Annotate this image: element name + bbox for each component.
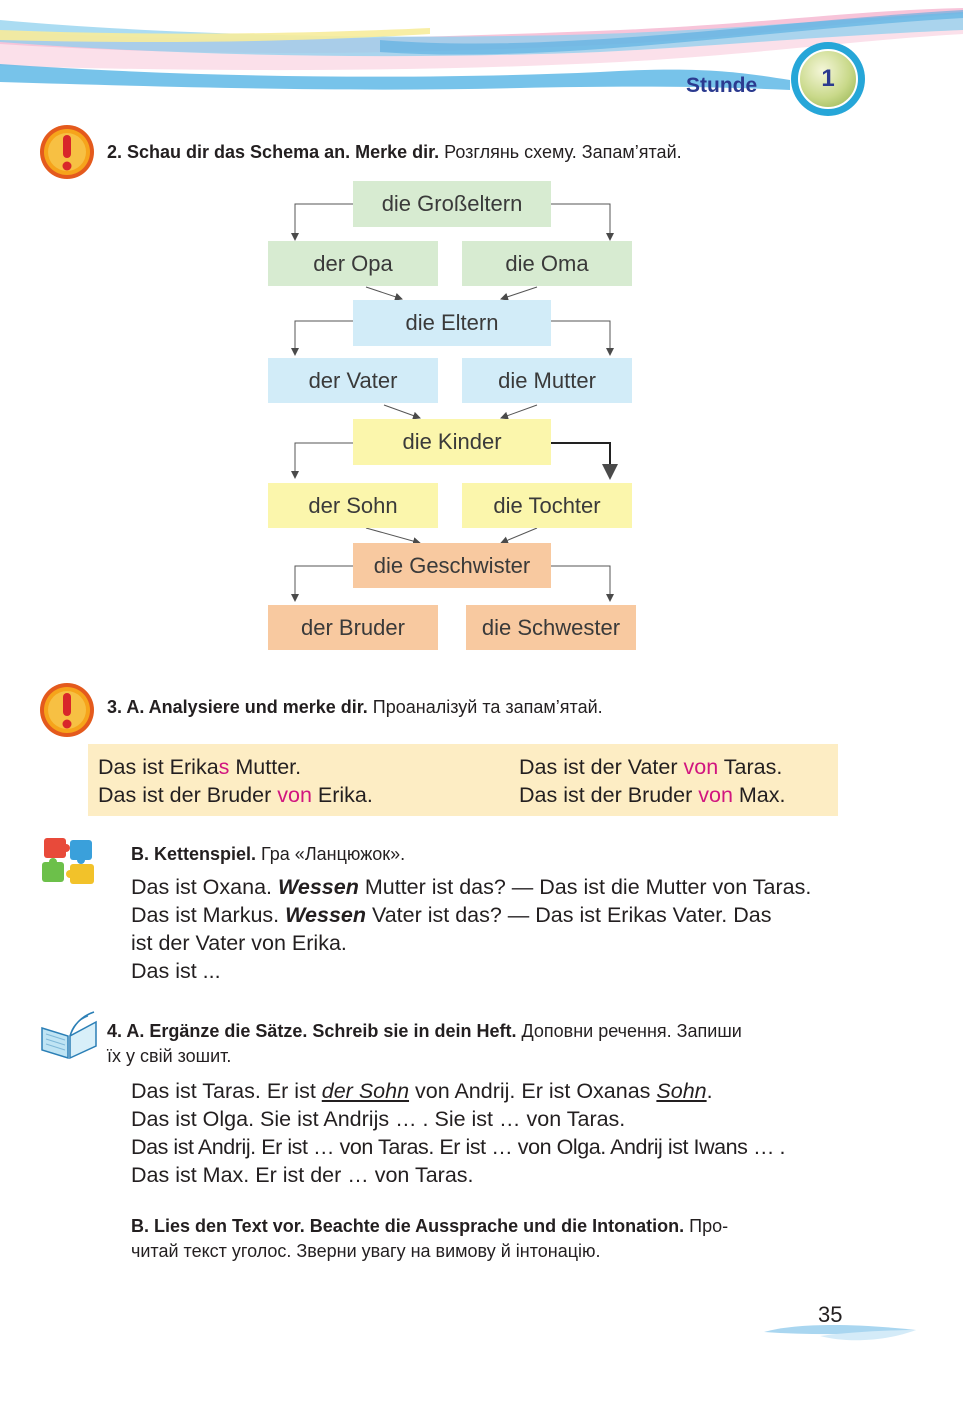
task3b-line-3: ist der Vater von Erika. bbox=[131, 931, 347, 955]
task3b-heading: B. Kettenspiel. Гра «Ланцюжок». bbox=[131, 842, 405, 866]
schema-vater: der Vater bbox=[268, 358, 438, 403]
task3b-line-2: Das ist Markus. Wessen Vater ist das? — … bbox=[131, 903, 772, 927]
task3b-line-4: Das ist ... bbox=[131, 959, 221, 983]
schema-connectors bbox=[291, 203, 618, 602]
task3a-title-uk: Проаналізуй та запам’ятай. bbox=[372, 697, 603, 717]
example-right-1: Das ist der Vater von Taras. bbox=[519, 755, 783, 779]
example-right-2: Das ist der Bruder von Max. bbox=[519, 783, 786, 807]
schema-mutter: die Mutter bbox=[462, 358, 632, 403]
schema-sohn: der Sohn bbox=[268, 483, 438, 528]
schema-kinder: die Kinder bbox=[353, 419, 551, 465]
possessive-examples-box bbox=[88, 744, 838, 816]
task4a-title-de: 4. A. Ergänze die Sätze. Schreib sie in … bbox=[107, 1021, 517, 1041]
schema-opa: der Opa bbox=[268, 241, 438, 286]
task4a-line-3: Das ist Andrij. Er ist … von Taras. Er i… bbox=[131, 1135, 786, 1159]
schema-oma: die Oma bbox=[462, 241, 632, 286]
example-left-1: Das ist Erikas Mutter. bbox=[98, 755, 302, 779]
lesson-number-badge: 1 bbox=[798, 49, 858, 109]
open-book-icon bbox=[41, 1011, 97, 1060]
task3b-title-de: B. Kettenspiel. bbox=[131, 844, 257, 864]
task3b-title-uk: Гра «Ланцюжок». bbox=[261, 844, 406, 864]
exclamation-icon bbox=[40, 125, 94, 179]
task4b-title-uk-1: Про- bbox=[689, 1216, 729, 1236]
footer-decoration bbox=[764, 1325, 916, 1341]
task4a-heading: 4. A. Ergänze die Sätze. Schreib sie in … bbox=[107, 1019, 742, 1043]
task2-heading: 2. Schau dir das Schema an. Merke dir. Р… bbox=[107, 140, 682, 164]
puzzle-icon bbox=[42, 838, 94, 884]
task3a-heading: 3. A. Analysiere und merke dir. Проаналі… bbox=[107, 695, 603, 719]
schema-tochter: die Tochter bbox=[462, 483, 632, 528]
task4b-title-uk-2: читай текст уголос. Зверни увагу на вимо… bbox=[131, 1241, 601, 1261]
task3b-line-1: Das ist Oxana. Wessen Mutter ist das? — … bbox=[131, 875, 812, 899]
example-left-2: Das ist der Bruder von Erika. bbox=[98, 783, 373, 807]
task2-title-de: 2. Schau dir das Schema an. Merke dir. bbox=[107, 142, 440, 162]
schema-schwester: die Schwester bbox=[466, 605, 636, 650]
page-number: 35 bbox=[818, 1302, 843, 1327]
schema-eltern: die Eltern bbox=[353, 300, 551, 346]
task4a-title-uk-2: їх у свій зошит. bbox=[107, 1046, 232, 1066]
task3a-title-de: 3. A. Analysiere und merke dir. bbox=[107, 697, 368, 717]
task4b-heading: B. Lies den Text vor. Beachte die Ausspr… bbox=[131, 1214, 728, 1238]
schema-geschwister: die Geschwister bbox=[353, 543, 551, 588]
task4a-title-uk-1: Доповни речення. Запиши bbox=[521, 1021, 742, 1041]
schema-grosseltern: die Großeltern bbox=[353, 181, 551, 227]
schema-bruder: der Bruder bbox=[268, 605, 438, 650]
task2-title-uk: Розглянь схему. Запам’ятай. bbox=[444, 142, 682, 162]
lesson-label: Stunde bbox=[686, 74, 758, 97]
task4a-line-4: Das ist Max. Er ist der … von Taras. bbox=[131, 1163, 474, 1187]
task4a-line-2: Das ist Olga. Sie ist Andrijs … . Sie is… bbox=[131, 1107, 626, 1131]
exclamation-icon bbox=[40, 683, 94, 737]
task4a-line-1: Das ist Taras. Er ist der Sohn von Andri… bbox=[131, 1079, 713, 1103]
task4b-title-de: B. Lies den Text vor. Beachte die Ausspr… bbox=[131, 1216, 685, 1236]
header-decoration bbox=[0, 8, 963, 90]
